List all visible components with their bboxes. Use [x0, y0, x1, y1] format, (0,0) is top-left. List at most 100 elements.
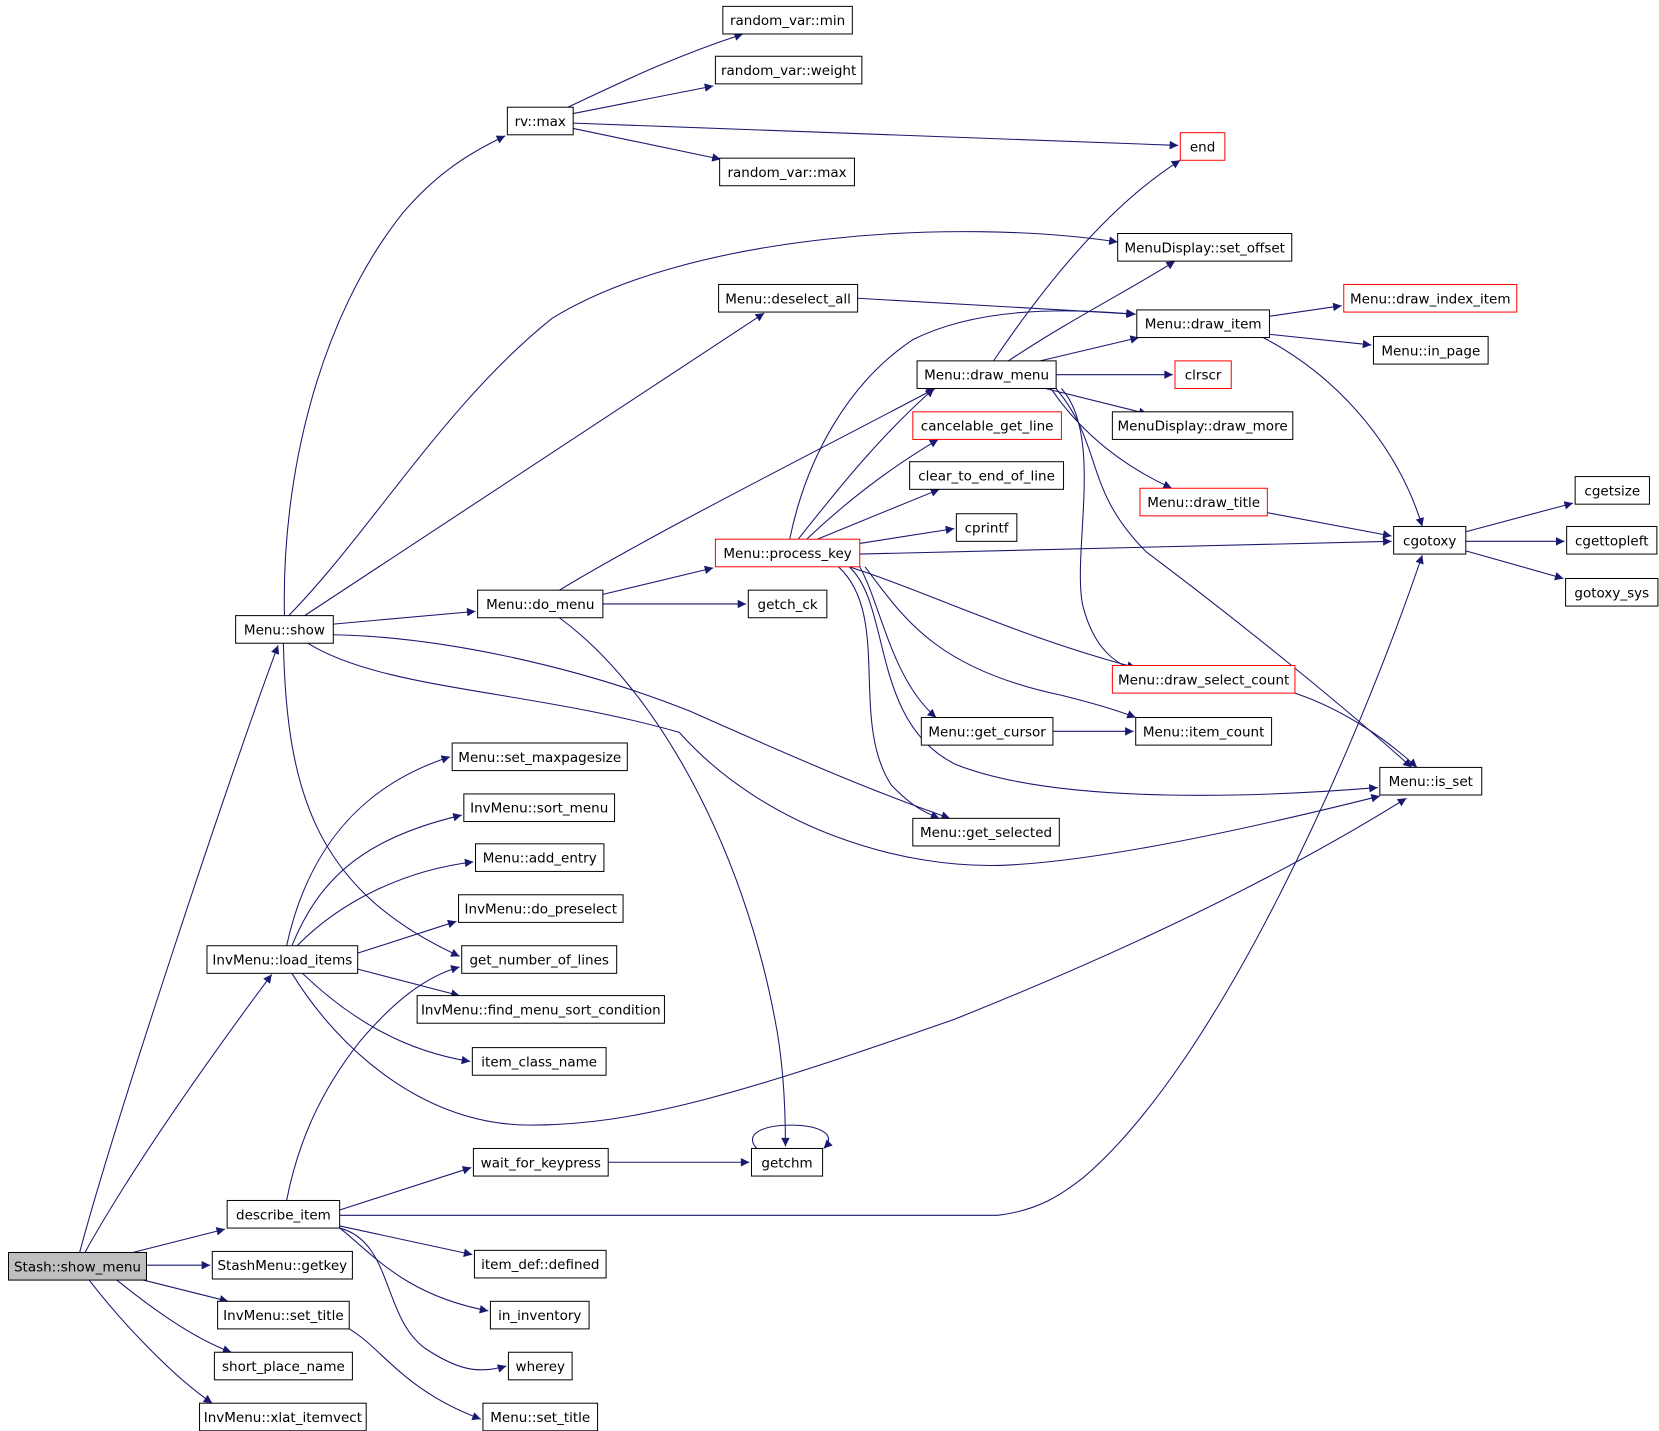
node-getchm[interactable]: getchm: [750, 1147, 824, 1177]
node-menudisplay_draw_more[interactable]: MenuDisplay::draw_more: [1111, 411, 1294, 440]
node-box[interactable]: [714, 55, 863, 85]
node-invmenu_load_items[interactable]: InvMenu::load_items: [206, 945, 359, 974]
node-menu_in_page[interactable]: Menu::in_page: [1372, 335, 1489, 365]
node-invmenu_do_preselect[interactable]: InvMenu::do_preselect: [458, 894, 624, 923]
node-random_var_max[interactable]: random_var::max: [719, 157, 855, 187]
node-box[interactable]: [1393, 525, 1467, 555]
node-box[interactable]: [473, 1249, 607, 1279]
node-box[interactable]: [1111, 665, 1296, 694]
node-in_inventory[interactable]: in_inventory: [489, 1300, 590, 1330]
node-box[interactable]: [472, 1147, 609, 1177]
node-menu_draw_select_count[interactable]: Menu::draw_select_count: [1111, 665, 1296, 694]
node-box[interactable]: [1174, 360, 1232, 389]
node-box[interactable]: [1136, 309, 1270, 339]
node-box[interactable]: [747, 589, 828, 619]
node-clear_to_end_of_line[interactable]: clear_to_end_of_line: [909, 461, 1065, 490]
node-box[interactable]: [1574, 476, 1650, 505]
node-end[interactable]: end: [1179, 132, 1226, 161]
node-item_def_defined[interactable]: item_def::defined: [473, 1249, 607, 1279]
node-menu_draw_index_item[interactable]: Menu::draw_index_item: [1343, 283, 1518, 313]
node-wherey[interactable]: wherey: [507, 1351, 573, 1381]
node-box[interactable]: [7, 1251, 147, 1281]
node-cgettopleft[interactable]: cgettopleft: [1566, 525, 1658, 555]
node-invmenu_find_menu_sort_condition[interactable]: InvMenu::find_menu_sort_condition: [416, 995, 665, 1024]
node-menu_set_maxpagesize[interactable]: Menu::set_maxpagesize: [451, 742, 628, 772]
node-box[interactable]: [916, 360, 1057, 389]
node-get_number_of_lines[interactable]: get_number_of_lines: [461, 945, 618, 974]
node-menudisplay_set_offset[interactable]: MenuDisplay::set_offset: [1117, 233, 1293, 262]
node-menu_add_entry[interactable]: Menu::add_entry: [475, 843, 605, 872]
node-box[interactable]: [909, 461, 1065, 490]
node-box[interactable]: [920, 717, 1054, 746]
node-box[interactable]: [506, 106, 574, 136]
node-box[interactable]: [1117, 233, 1293, 262]
node-clrscr[interactable]: clrscr: [1174, 360, 1232, 389]
node-box[interactable]: [1135, 717, 1273, 746]
node-box[interactable]: [206, 945, 359, 974]
node-box[interactable]: [489, 1300, 590, 1330]
node-box[interactable]: [463, 793, 616, 823]
node-box[interactable]: [1111, 411, 1294, 440]
node-menu_is_set[interactable]: Menu::is_set: [1379, 766, 1483, 796]
node-box[interactable]: [458, 894, 624, 923]
node-short_place_name[interactable]: short_place_name: [213, 1351, 353, 1381]
node-box[interactable]: [213, 1351, 353, 1381]
node-box[interactable]: [475, 843, 605, 872]
node-random_var_min[interactable]: random_var::min: [722, 5, 853, 35]
node-cancelable_get_line[interactable]: cancelable_get_line: [912, 411, 1062, 440]
node-box[interactable]: [1179, 132, 1226, 161]
node-box[interactable]: [217, 1300, 350, 1330]
node-menu_show[interactable]: Menu::show: [235, 615, 334, 644]
node-box[interactable]: [1372, 335, 1489, 365]
node-box[interactable]: [477, 589, 604, 619]
node-invmenu_sort_menu[interactable]: InvMenu::sort_menu: [463, 793, 616, 823]
node-menu_get_cursor[interactable]: Menu::get_cursor: [920, 717, 1054, 746]
node-cgetsize[interactable]: cgetsize: [1574, 476, 1650, 505]
node-invmenu_xlat_itemvect[interactable]: InvMenu::xlat_itemvect: [199, 1402, 367, 1431]
node-box[interactable]: [750, 1147, 824, 1177]
node-box[interactable]: [235, 615, 334, 644]
node-invmenu_set_title[interactable]: InvMenu::set_title: [217, 1300, 350, 1330]
node-box[interactable]: [199, 1402, 367, 1431]
node-box[interactable]: [912, 817, 1060, 847]
node-menu_set_title[interactable]: Menu::set_title: [482, 1402, 599, 1431]
node-box[interactable]: [226, 1199, 341, 1229]
node-menu_draw_item[interactable]: Menu::draw_item: [1136, 309, 1270, 339]
node-stash_show_menu[interactable]: Stash::show_menu: [7, 1251, 147, 1281]
node-box[interactable]: [461, 945, 618, 974]
node-box[interactable]: [482, 1402, 599, 1431]
node-wait_for_keypress[interactable]: wait_for_keypress: [472, 1147, 609, 1177]
node-rv_max[interactable]: rv::max: [506, 106, 574, 136]
node-box[interactable]: [714, 538, 861, 568]
node-box[interactable]: [451, 742, 628, 772]
node-box[interactable]: [507, 1351, 573, 1381]
node-menu_process_key[interactable]: Menu::process_key: [714, 538, 861, 568]
node-box[interactable]: [416, 995, 665, 1024]
node-getch_ck[interactable]: getch_ck: [747, 589, 828, 619]
node-gotoxy_sys[interactable]: gotoxy_sys: [1565, 577, 1659, 607]
node-box[interactable]: [471, 1047, 607, 1076]
node-box[interactable]: [211, 1250, 353, 1280]
node-random_var_weight[interactable]: random_var::weight: [714, 55, 863, 85]
node-box[interactable]: [1379, 766, 1483, 796]
node-stashmenu_getkey[interactable]: StashMenu::getkey: [211, 1250, 353, 1280]
node-box[interactable]: [1565, 577, 1659, 607]
node-menu_item_count[interactable]: Menu::item_count: [1135, 717, 1273, 746]
node-box[interactable]: [719, 157, 855, 187]
node-box[interactable]: [1139, 487, 1268, 517]
node-box[interactable]: [912, 411, 1062, 440]
node-box[interactable]: [718, 283, 859, 313]
node-menu_get_selected[interactable]: Menu::get_selected: [912, 817, 1060, 847]
node-menu_deselect_all[interactable]: Menu::deselect_all: [718, 283, 859, 313]
node-cprintf[interactable]: cprintf: [955, 513, 1018, 542]
node-box[interactable]: [1566, 525, 1658, 555]
node-describe_item[interactable]: describe_item: [226, 1199, 341, 1229]
node-box[interactable]: [1343, 283, 1518, 313]
node-box[interactable]: [722, 5, 853, 35]
node-item_class_name[interactable]: item_class_name: [471, 1047, 607, 1076]
node-menu_draw_menu[interactable]: Menu::draw_menu: [916, 360, 1057, 389]
node-menu_do_menu[interactable]: Menu::do_menu: [477, 589, 604, 619]
node-box[interactable]: [955, 513, 1018, 542]
node-cgotoxy[interactable]: cgotoxy: [1393, 525, 1467, 555]
node-menu_draw_title[interactable]: Menu::draw_title: [1139, 487, 1268, 517]
